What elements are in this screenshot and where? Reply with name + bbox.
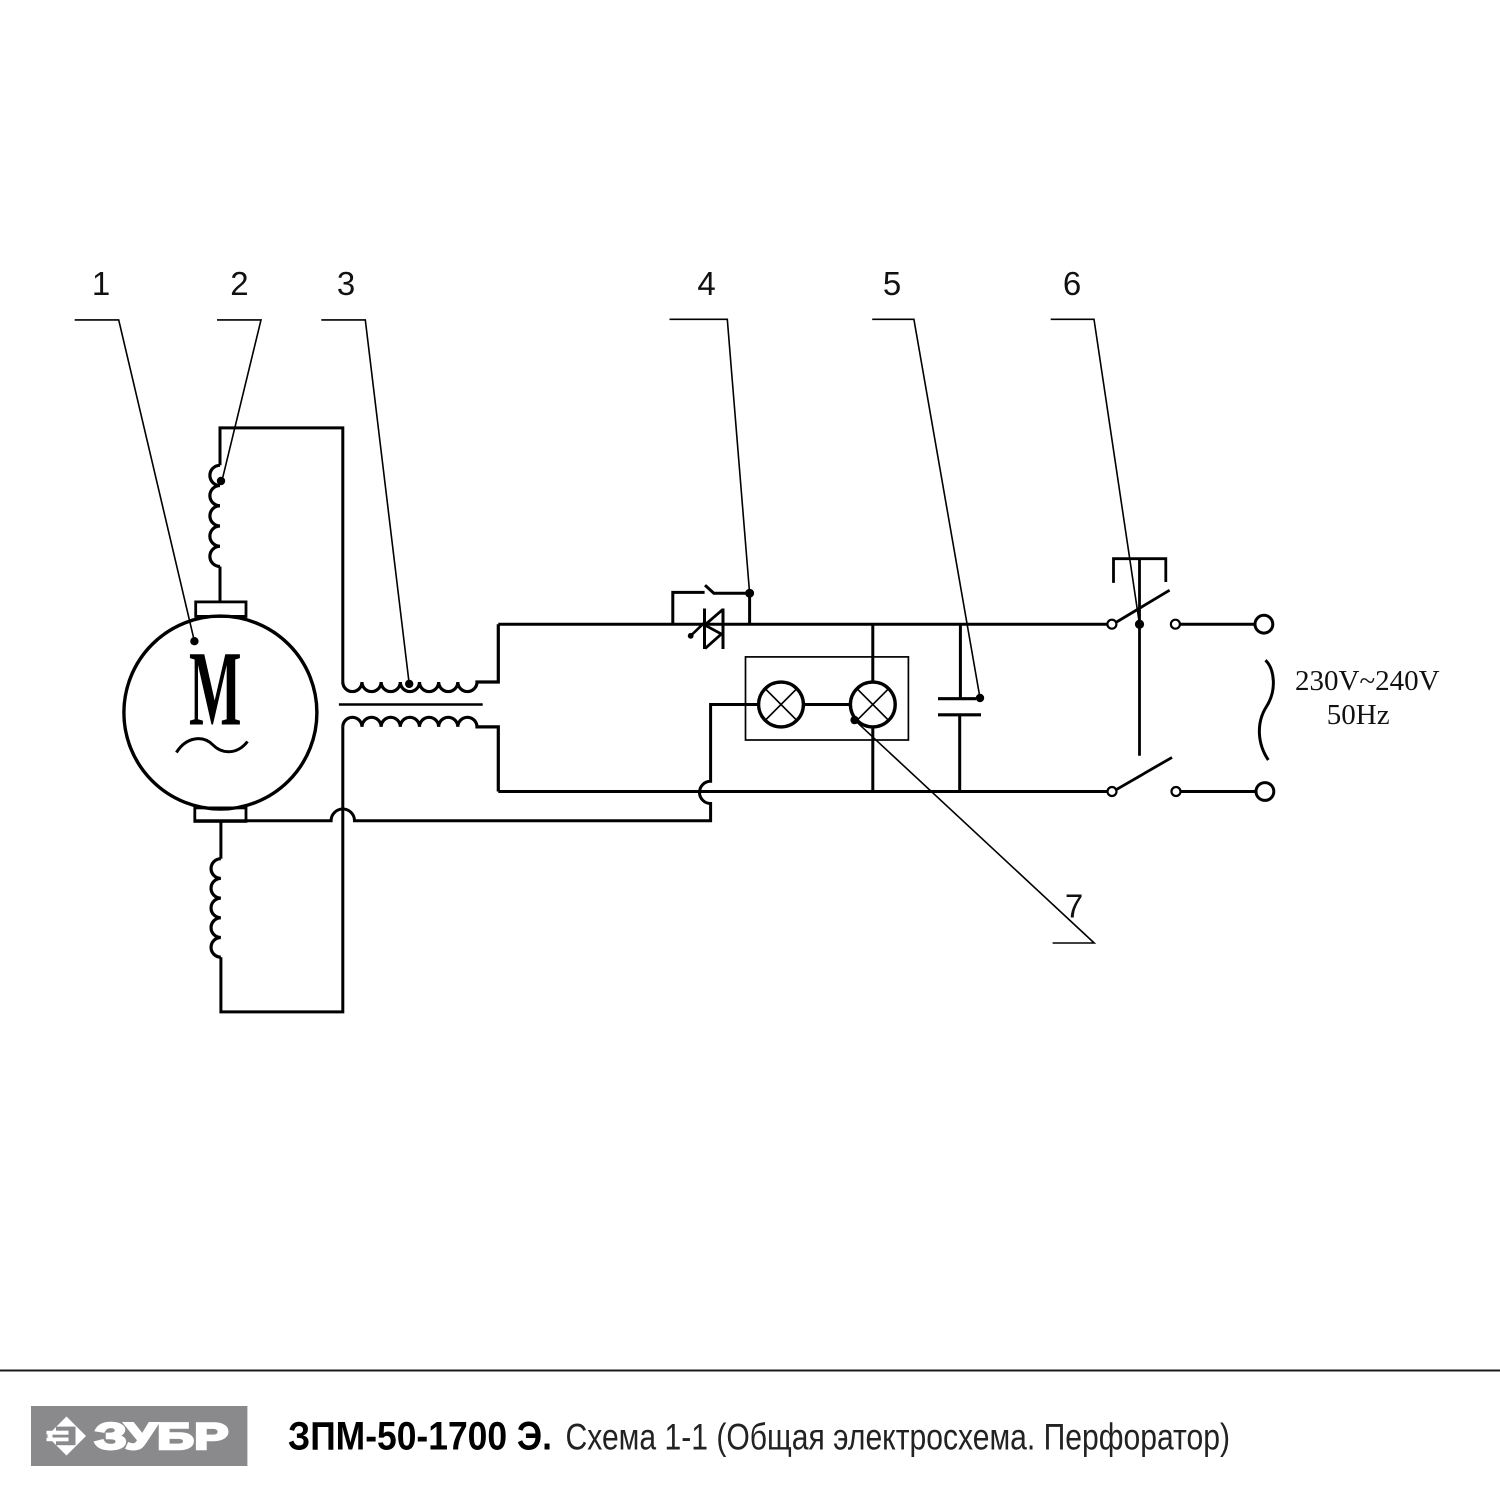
svg-text:1: 1 <box>92 265 110 302</box>
svg-text:7: 7 <box>1065 888 1083 925</box>
svg-text:5: 5 <box>883 265 901 302</box>
svg-text:230V~240V: 230V~240V <box>1295 665 1440 697</box>
svg-text:M: M <box>189 631 242 749</box>
svg-text:50Hz: 50Hz <box>1327 699 1390 731</box>
svg-text:ЗПМ-50-1700 Э.: ЗПМ-50-1700 Э. <box>288 1415 552 1459</box>
svg-text:2: 2 <box>230 265 248 302</box>
svg-text:4: 4 <box>697 265 715 302</box>
svg-text:ЗУБР: ЗУБР <box>95 1416 229 1457</box>
svg-text:Схема 1-1 (Общая электросхема.: Схема 1-1 (Общая электросхема. Перфорато… <box>566 1417 1231 1458</box>
svg-text:3: 3 <box>337 265 355 302</box>
svg-text:6: 6 <box>1063 265 1081 302</box>
